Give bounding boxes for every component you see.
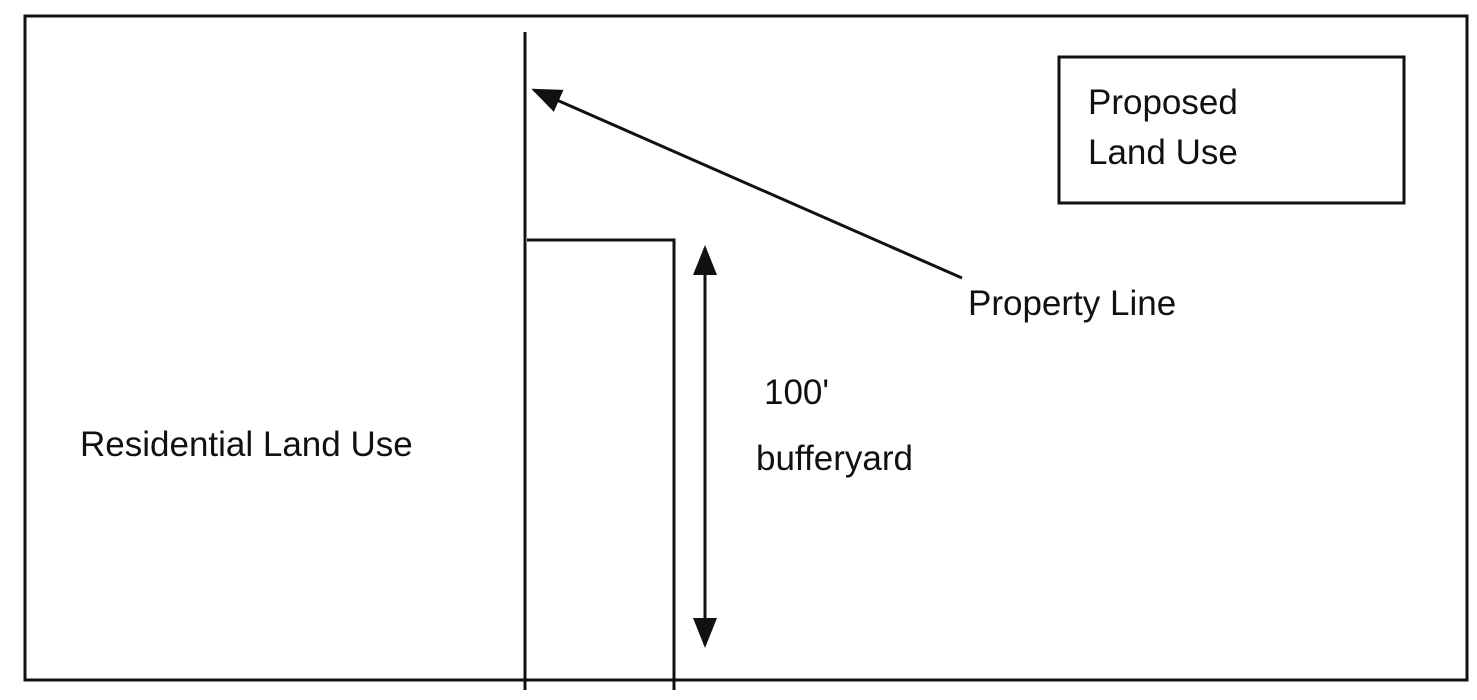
outer-frame <box>23 14 1469 682</box>
property-line-label: Property Line <box>968 284 1176 323</box>
buffer-distance-label: 100' <box>764 373 829 412</box>
proposed-land-use-label-line1: Proposed <box>1088 83 1238 122</box>
bufferyard-outline <box>527 238 676 690</box>
proposed-land-use-box <box>1057 55 1406 205</box>
residential-land-use-label: Residential Land Use <box>80 425 413 464</box>
bufferyard-label: bufferyard <box>756 439 913 478</box>
property-line-pointer-arrow <box>531 88 963 280</box>
proposed-land-use-label-line2: Land Use <box>1088 133 1238 172</box>
